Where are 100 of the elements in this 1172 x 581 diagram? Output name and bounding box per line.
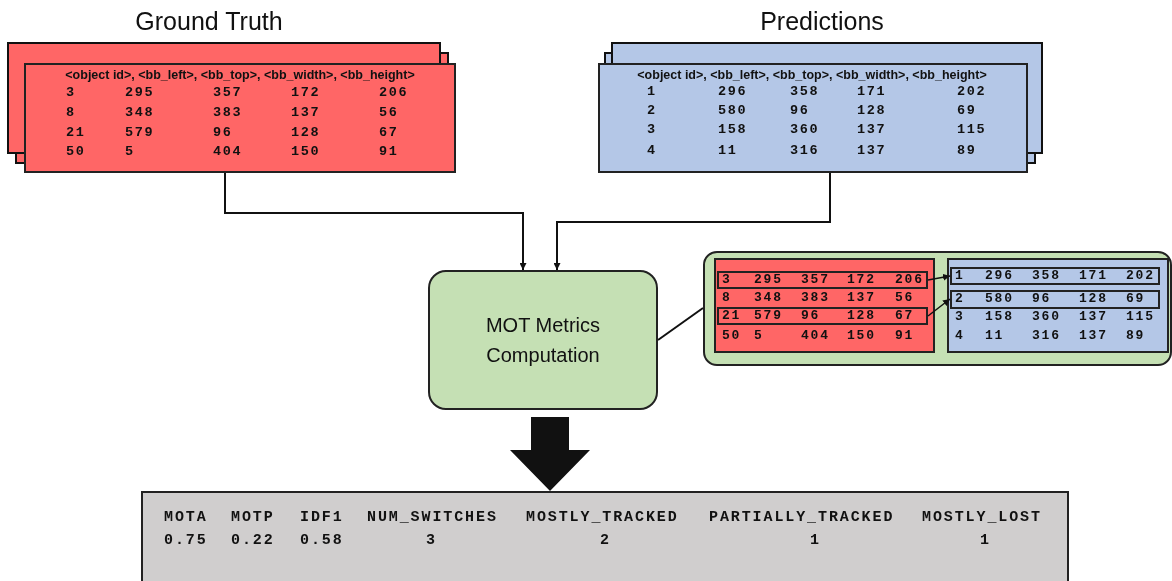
table-cell: 4 [955, 328, 965, 344]
process-box [428, 270, 658, 410]
table-title: Predictions [760, 6, 884, 36]
metric-name: MOTA [164, 510, 208, 526]
table-cell: 96 [790, 103, 810, 119]
table-cell: 137 [857, 122, 887, 138]
table-cell: 8 [722, 290, 732, 306]
table-cell: 56 [895, 290, 915, 306]
table-cell: 1 [647, 84, 657, 100]
table-cell: 357 [801, 272, 830, 288]
table-title: Ground Truth [135, 6, 283, 36]
table-cell: 128 [291, 125, 321, 141]
table-cell: 91 [379, 144, 399, 160]
row-highlight [950, 267, 1160, 285]
table-cell: 91 [895, 328, 915, 344]
table-cell: 296 [718, 84, 748, 100]
table-cell: 137 [291, 105, 321, 121]
table-cell: 172 [291, 85, 321, 101]
table-cell: 316 [1032, 328, 1061, 344]
table-cell: 115 [1126, 309, 1155, 325]
metric-name: IDF1 [300, 510, 344, 526]
metric-value: 1 [810, 533, 821, 549]
table-cell: 56 [379, 105, 399, 121]
column-header: <object id>, <bb_left>, <bb_top>, <bb_width>, <bb_height> [65, 68, 415, 83]
table-cell: 404 [213, 144, 243, 160]
table-cell: 89 [957, 143, 977, 159]
metric-name: MOSTLY_TRACKED [526, 510, 679, 526]
table-cell: 3 [722, 272, 732, 288]
table-cell: 580 [985, 291, 1014, 307]
table-cell: 137 [857, 143, 887, 159]
table-cell: 4 [647, 143, 657, 159]
metric-name: MOTP [231, 510, 275, 526]
table-cell: 295 [754, 272, 783, 288]
table-cell: 67 [895, 308, 915, 324]
table-cell: 128 [857, 103, 887, 119]
table-cell: 3 [647, 122, 657, 138]
metric-value: 0.58 [300, 533, 344, 549]
table-cell: 579 [754, 308, 783, 324]
row-highlight [717, 271, 928, 289]
table-cell: 5 [125, 144, 135, 160]
metric-name: PARTIALLY_TRACKED [709, 510, 895, 526]
table-cell: 67 [379, 125, 399, 141]
table-cell: 11 [985, 328, 1005, 344]
table-cell: 295 [125, 85, 155, 101]
block-arrow [510, 417, 590, 491]
table-cell: 3 [66, 85, 76, 101]
table-cell: 8 [66, 105, 76, 121]
table-cell: 360 [1032, 309, 1061, 325]
zoom-panel [703, 251, 1172, 366]
metric-name: NUM_SWITCHES [367, 510, 498, 526]
results-panel [141, 491, 1069, 581]
arrow [553, 172, 831, 271]
table-cell: 206 [379, 85, 409, 101]
table-cell: 150 [291, 144, 321, 160]
table-cell: 89 [1126, 328, 1146, 344]
table-cell: 316 [790, 143, 820, 159]
table-cell: 357 [213, 85, 243, 101]
table-cell: 137 [847, 290, 876, 306]
table-cell: 11 [718, 143, 738, 159]
arrow [927, 298, 951, 317]
table-cell: 580 [718, 103, 748, 119]
table-cell: 360 [790, 122, 820, 138]
table-cell: 128 [847, 308, 876, 324]
table-cell: 158 [985, 309, 1014, 325]
table-cell: 202 [1126, 268, 1155, 284]
data-table [947, 258, 1169, 353]
table-cell: 69 [957, 103, 977, 119]
table-cell: 128 [1079, 291, 1108, 307]
table-cell: 358 [1032, 268, 1061, 284]
table-cell: 171 [1079, 268, 1108, 284]
table-cell: 296 [985, 268, 1014, 284]
table-cell: 150 [847, 328, 876, 344]
table-cell: 171 [857, 84, 887, 100]
metric-value: 2 [600, 533, 611, 549]
table-cell: 137 [1079, 328, 1108, 344]
table-cell: 383 [213, 105, 243, 121]
table-cell: 383 [801, 290, 830, 306]
table-cell: 579 [125, 125, 155, 141]
metric-value: 1 [980, 533, 991, 549]
table-cell: 50 [722, 328, 742, 344]
table-cell: 202 [957, 84, 987, 100]
row-highlight [717, 307, 928, 325]
data-table [714, 258, 935, 353]
metric-value: 0.75 [164, 533, 208, 549]
table-cell: 50 [66, 144, 86, 160]
table-cell: 5 [754, 328, 764, 344]
table-cell: 206 [895, 272, 924, 288]
table-cell: 404 [801, 328, 830, 344]
metric-name: MOSTLY_LOST [922, 510, 1042, 526]
metric-value: 3 [426, 533, 437, 549]
arrow [927, 273, 951, 281]
process-label: MOT Metrics Computation [484, 313, 602, 368]
table-cell: 137 [1079, 309, 1108, 325]
table-cell: 96 [1032, 291, 1052, 307]
table-cell: 1 [955, 268, 965, 284]
metric-value: 0.22 [231, 533, 275, 549]
row-highlight [950, 290, 1160, 309]
table-cell: 172 [847, 272, 876, 288]
table-cell: 358 [790, 84, 820, 100]
table-cell: 158 [718, 122, 748, 138]
